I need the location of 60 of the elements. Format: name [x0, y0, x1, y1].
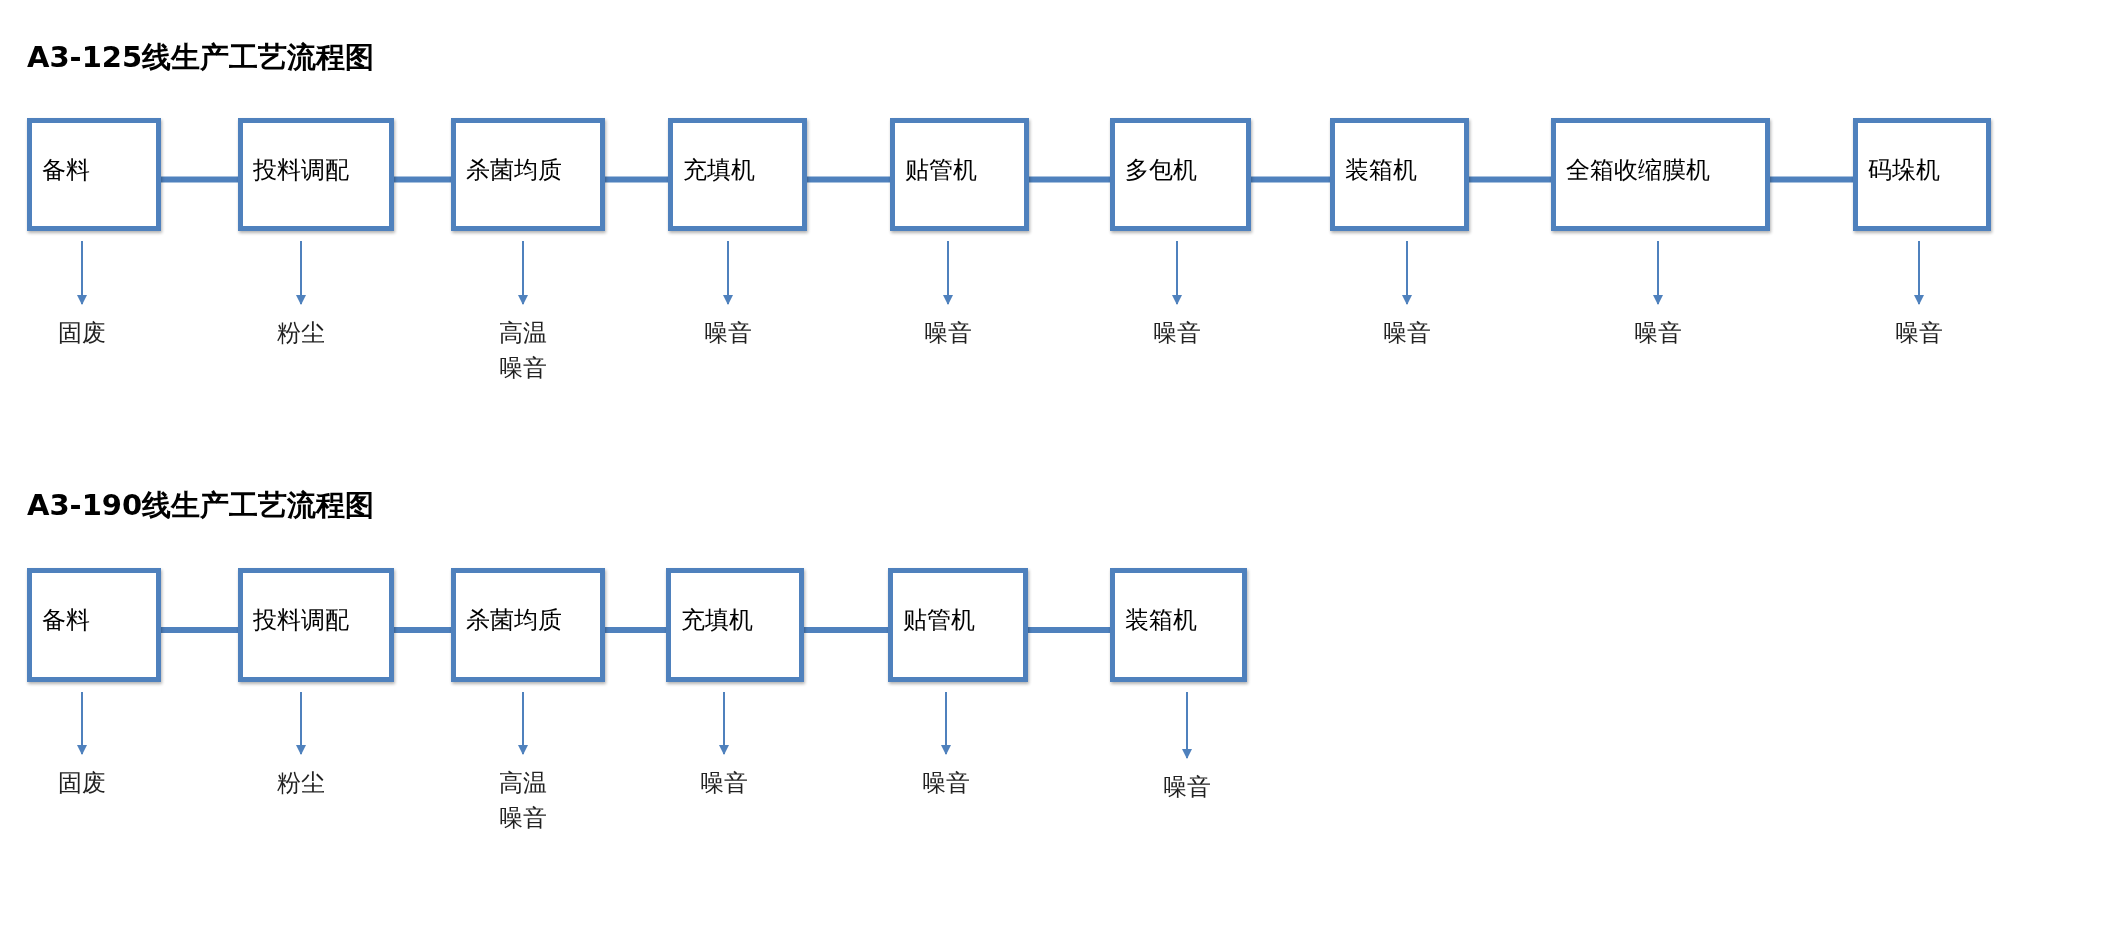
connector-line [1029, 176, 1110, 183]
output-text: 固废 [42, 316, 122, 356]
arrow [296, 240, 306, 305]
process-box: 杀菌均质 [451, 568, 605, 682]
output-text: 噪音 [688, 316, 768, 356]
output-text: 固废 [42, 766, 122, 806]
output-text: 噪音 [906, 766, 986, 806]
connector-line [161, 176, 238, 183]
arrow [1172, 240, 1182, 305]
output-text: 噪音 [1147, 770, 1227, 810]
arrow [1653, 240, 1663, 305]
output-text: 高温噪音 [483, 316, 563, 394]
output-text: 粉尘 [261, 316, 341, 356]
diagram-heading: A3-125线生产工艺流程图 [27, 39, 375, 76]
arrow [1182, 691, 1192, 759]
connector-line [807, 176, 890, 183]
arrow [77, 240, 87, 305]
process-box: 全箱收缩膜机 [1551, 118, 1770, 231]
diagram-heading: A3-190线生产工艺流程图 [27, 487, 375, 524]
arrow [518, 240, 528, 305]
output-text: 噪音 [908, 316, 988, 356]
connector-line [1251, 176, 1330, 183]
output-text: 噪音 [684, 766, 764, 806]
arrow [77, 691, 87, 755]
process-box: 多包机 [1110, 118, 1251, 231]
process-box: 码垛机 [1853, 118, 1991, 231]
arrow [1402, 240, 1412, 305]
arrow [719, 691, 729, 755]
process-box: 备料 [27, 568, 161, 682]
process-box: 装箱机 [1330, 118, 1469, 231]
connector-line [1770, 176, 1853, 183]
connector-line [804, 627, 888, 633]
process-box: 投料调配 [238, 568, 394, 682]
output-text: 噪音 [1879, 316, 1959, 356]
arrow [723, 240, 733, 305]
connector-line [394, 176, 451, 183]
output-text: 噪音 [1367, 316, 1447, 356]
process-box: 贴管机 [888, 568, 1028, 682]
output-text: 噪音 [1137, 316, 1217, 356]
process-box: 充填机 [668, 118, 807, 231]
connector-line [161, 627, 238, 633]
connector-line [394, 627, 451, 633]
arrow [1914, 240, 1924, 305]
connector-line [605, 627, 666, 633]
output-text: 高温噪音 [483, 766, 563, 844]
process-box: 备料 [27, 118, 161, 231]
arrow [518, 691, 528, 755]
connector-line [1028, 627, 1110, 633]
output-text: 粉尘 [261, 766, 341, 806]
connector-line [1469, 176, 1551, 183]
process-box: 装箱机 [1110, 568, 1247, 682]
arrow [941, 691, 951, 755]
process-box: 贴管机 [890, 118, 1029, 231]
process-box: 充填机 [666, 568, 804, 682]
process-box: 杀菌均质 [451, 118, 605, 231]
arrow [296, 691, 306, 755]
process-box: 投料调配 [238, 118, 394, 231]
arrow [943, 240, 953, 305]
output-text: 噪音 [1618, 316, 1698, 356]
connector-line [605, 176, 668, 183]
